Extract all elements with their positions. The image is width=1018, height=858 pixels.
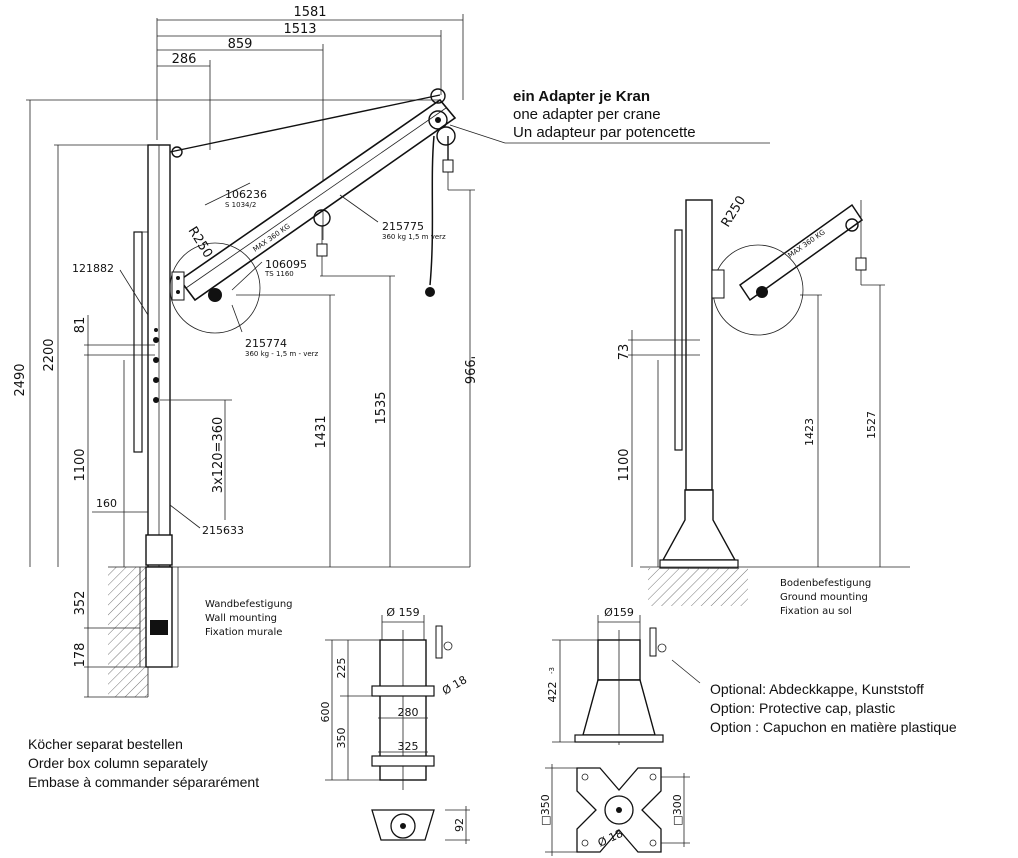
part-215775: 215775 bbox=[382, 220, 424, 233]
dim-1527: 1527 bbox=[865, 411, 878, 439]
ground-mounting-fr: Fixation au sol bbox=[780, 606, 852, 617]
dim-sq300: □300 bbox=[671, 794, 684, 825]
part-215774: 215774 bbox=[245, 337, 287, 350]
dim-160: 160 bbox=[96, 497, 117, 510]
order-note-fr: Embase à commander sépararément bbox=[28, 774, 260, 790]
dim-2200: 2200 bbox=[42, 338, 57, 371]
dim-1100: 1100 bbox=[73, 448, 88, 481]
floor-base-detail bbox=[545, 615, 701, 856]
dim-422: 422 bbox=[546, 682, 559, 703]
dim-325: 325 bbox=[398, 740, 419, 753]
part-106095-spec: TS 1160 bbox=[264, 270, 294, 278]
adapter-note-de: ein Adapter je Kran bbox=[513, 88, 650, 105]
dim-3x120: 3x120=360 bbox=[211, 417, 226, 493]
dim-r250: R250 bbox=[185, 224, 216, 261]
dim-422-tolerance: -3 bbox=[548, 667, 556, 674]
dim-1431: 1431 bbox=[314, 415, 329, 448]
wall-mounting-de: Wandbefestigung bbox=[205, 599, 293, 610]
box-column-detail bbox=[325, 615, 470, 844]
dim-600: 600 bbox=[319, 702, 332, 723]
part-215633: 215633 bbox=[202, 524, 244, 537]
mounting-captions: Wandbefestigung Wall mounting Fixation m… bbox=[205, 578, 871, 638]
adapter-note-fr: Un adapteur par potencette bbox=[513, 124, 696, 141]
dim-996: '996 bbox=[461, 356, 476, 384]
dim-1513: 1513 bbox=[283, 22, 316, 37]
adapter-note-en: one adapter per crane bbox=[513, 106, 661, 123]
dim-sq350: □350 bbox=[539, 794, 552, 825]
dim-225: 225 bbox=[335, 658, 348, 679]
dim-r250-right: R250 bbox=[719, 193, 750, 230]
dim-81: 81 bbox=[73, 317, 88, 334]
dim-1535: 1535 bbox=[374, 391, 389, 424]
dim-280: 280 bbox=[398, 706, 419, 719]
optional-note-fr: Option : Capuchon en matière plastique bbox=[710, 719, 957, 735]
part-106095: 106095 bbox=[265, 258, 307, 271]
dim-350: 350 bbox=[335, 728, 348, 749]
order-note-en: Order box column separately bbox=[28, 755, 208, 771]
dim-92: 92 bbox=[453, 818, 466, 832]
dim-dia18: Ø 18 bbox=[440, 673, 469, 697]
wall-mounting-fr: Fixation murale bbox=[205, 627, 282, 638]
dim-73: 73 bbox=[617, 344, 632, 361]
part-106236: 106236 bbox=[225, 188, 267, 201]
wall-mount-view: MAX 360 KG bbox=[26, 14, 770, 698]
dim-286: 286 bbox=[172, 52, 197, 67]
ground-mount-view: MAX 360 KG bbox=[628, 199, 910, 606]
dim-352: 352 bbox=[73, 591, 88, 616]
dim-859: 859 bbox=[228, 37, 253, 52]
wall-mounting-en: Wall mounting bbox=[205, 613, 277, 624]
dim-178: 178 bbox=[73, 643, 88, 668]
dim-dia159: Ø 159 bbox=[386, 606, 419, 619]
dim-1100-right: 1100 bbox=[617, 448, 632, 481]
order-note: Köcher separat bestellen Order box colum… bbox=[28, 735, 259, 792]
part-106236-spec: S 1034/2 bbox=[225, 201, 256, 209]
ground-mounting-de: Bodenbefestigung bbox=[780, 578, 871, 589]
optional-cap-note: Optional: Abdeckkappe, Kunststoff Option… bbox=[710, 680, 957, 737]
dim-1423: 1423 bbox=[803, 418, 816, 446]
adapter-note: ein Adapter je Kran one adapter per cran… bbox=[513, 88, 696, 142]
dim-1581: 1581 bbox=[293, 5, 326, 20]
order-note-de: Köcher separat bestellen bbox=[28, 736, 183, 752]
optional-note-en: Option: Protective cap, plastic bbox=[710, 700, 896, 716]
dim-dia159-right: Ø159 bbox=[604, 606, 634, 619]
part-121882: 121882 bbox=[72, 262, 114, 275]
part-215774-spec: 360 kg - 1,5 m - verz bbox=[245, 350, 319, 358]
ground-mounting-en: Ground mounting bbox=[780, 592, 868, 603]
dim-2490: 2490 bbox=[13, 363, 28, 396]
optional-note-de: Optional: Abdeckkappe, Kunststoff bbox=[710, 681, 924, 697]
part-labels: 106236 S 1034/2 121882 106095 TS 1160 21… bbox=[72, 188, 446, 537]
part-215775-spec: 360 kg 1,5 m verz bbox=[382, 233, 446, 241]
